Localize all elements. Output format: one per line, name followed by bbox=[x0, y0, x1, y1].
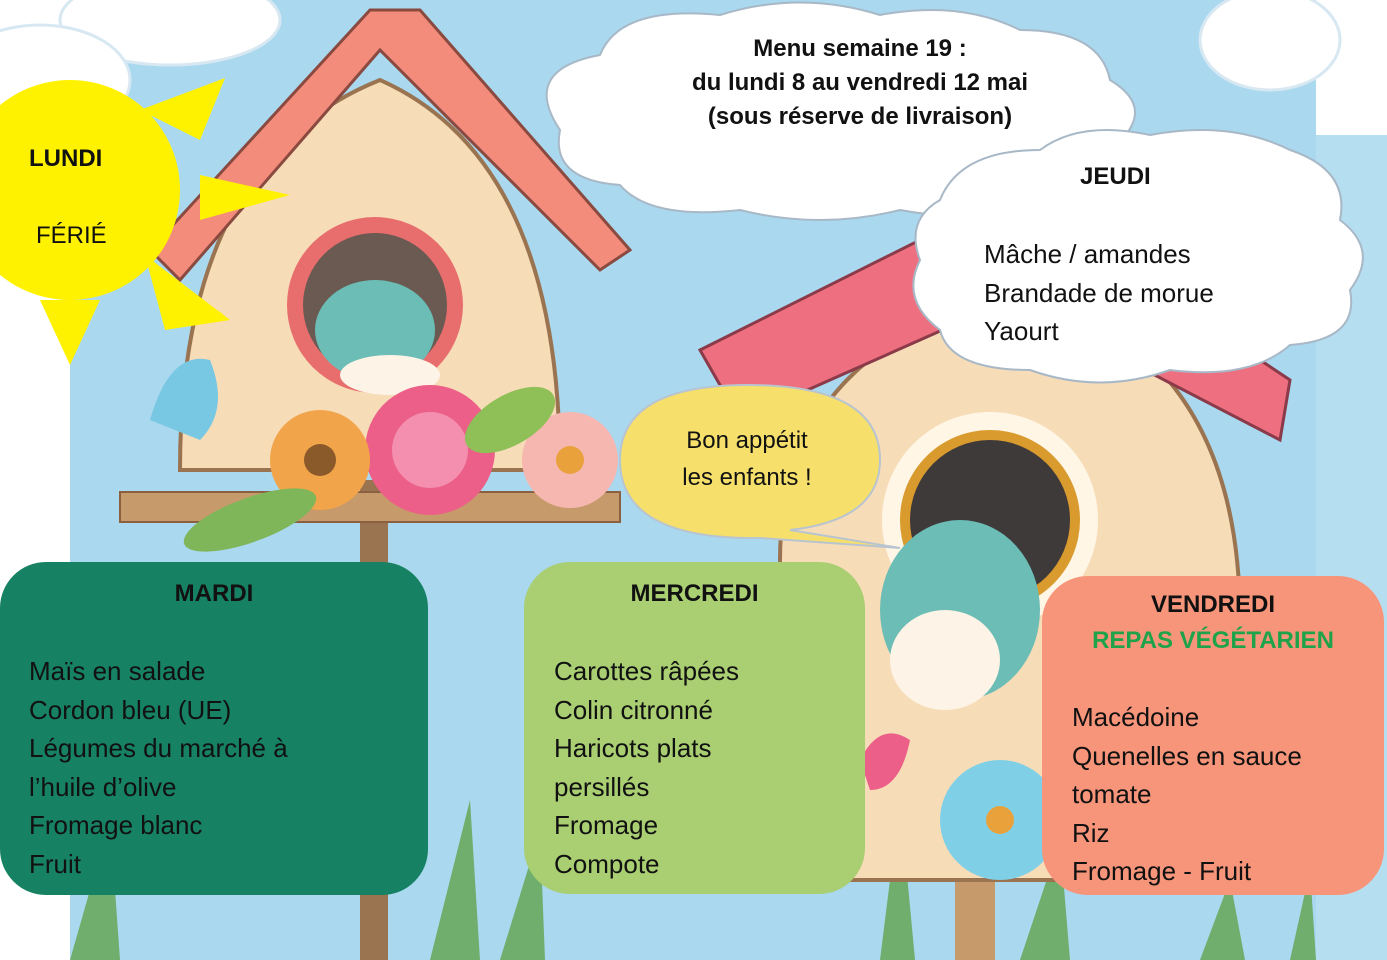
vendredi-menu-list: Macédoine Quenelles en sauce tomate Riz … bbox=[1072, 698, 1302, 891]
header-line-3: (sous réserve de livraison) bbox=[707, 103, 1013, 130]
lundi-note: FÉRIÉ bbox=[36, 222, 107, 249]
list-item: Fromage blanc bbox=[29, 810, 203, 840]
flowers bbox=[150, 358, 1060, 880]
list-item: Yaourt bbox=[984, 316, 1059, 346]
list-item: persillés bbox=[554, 771, 650, 802]
vegetarian-label: REPAS VÉGÉTARIEN bbox=[1092, 627, 1334, 654]
list-item: Fromage bbox=[554, 810, 659, 840]
speech-bubble bbox=[618, 383, 901, 549]
mardi-menu-list: Maïs en salade Cordon bleu (UE) Légumes … bbox=[29, 652, 288, 883]
vendredi-title: VENDREDI bbox=[1150, 591, 1276, 618]
list-item: Fromage - Fruit bbox=[1072, 856, 1252, 886]
header-line-2: du lundi 8 au vendredi 12 mai bbox=[691, 69, 1029, 96]
vendredi-card: VENDREDI REPAS VÉGÉTARIEN Macédoine Quen… bbox=[1042, 576, 1384, 895]
speech-line-1: Bon appétit bbox=[686, 427, 808, 454]
list-item: l’huile d’olive bbox=[29, 771, 177, 802]
list-item: Cordon bleu (UE) bbox=[29, 694, 232, 725]
header-line-1: Menu semaine 19 : bbox=[753, 35, 967, 62]
list-item: Compote bbox=[554, 848, 660, 879]
list-item: tomate bbox=[1072, 779, 1152, 809]
list-item: Brandade de morue bbox=[984, 277, 1214, 308]
lundi-title: LUNDI bbox=[29, 145, 103, 172]
jeudi-menu-list: Mâche / amandes Brandade de morue Yaourt bbox=[984, 235, 1214, 351]
list-item: Mâche / amandes bbox=[984, 239, 1191, 269]
list-item: Quenelles en sauce bbox=[1072, 740, 1302, 771]
speech-text: Bon appétit les enfants ! bbox=[672, 422, 822, 496]
jeudi-title: JEUDI bbox=[1080, 163, 1151, 190]
list-item: Haricots plats bbox=[554, 733, 712, 763]
mardi-title: MARDI bbox=[174, 580, 254, 607]
list-item: Carottes râpées bbox=[554, 656, 739, 686]
sun-icon bbox=[0, 78, 290, 365]
mardi-card: MARDI Maïs en salade Cordon bleu (UE) Lé… bbox=[0, 562, 428, 895]
list-item: Fruit bbox=[29, 848, 81, 879]
left-birdhouse bbox=[119, 8, 633, 960]
list-item: Légumes du marché à bbox=[29, 733, 288, 763]
speech-line-2: les enfants ! bbox=[682, 464, 812, 491]
jeudi-cloud bbox=[912, 129, 1364, 384]
mercredi-menu-list: Carottes râpées Colin citronné Haricots … bbox=[554, 652, 739, 883]
header-text: Menu semaine 19 : du lundi 8 au vendredi… bbox=[640, 32, 1080, 134]
list-item: Maïs en salade bbox=[29, 656, 206, 686]
list-item: Macédoine bbox=[1072, 702, 1200, 732]
list-item: Colin citronné bbox=[554, 694, 713, 725]
mercredi-card: MERCREDI Carottes râpées Colin citronné … bbox=[524, 562, 865, 894]
list-item: Riz bbox=[1072, 817, 1110, 848]
mercredi-title: MERCREDI bbox=[630, 580, 759, 607]
